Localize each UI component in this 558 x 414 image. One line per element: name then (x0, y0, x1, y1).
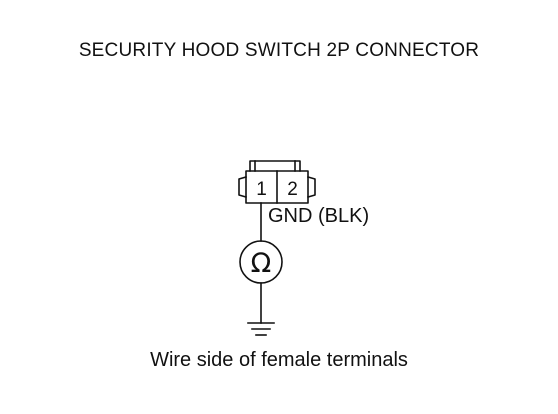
terminal-2-label: 2 (287, 179, 298, 200)
diagram-caption: Wire side of female terminals (150, 349, 408, 371)
diagram-title: SECURITY HOOD SWITCH 2P CONNECTOR (78, 40, 480, 61)
terminal-1-label: 1 (256, 179, 267, 200)
connector-2p-icon (238, 160, 316, 204)
ground-wire-label: GND (BLK) (268, 205, 370, 227)
ground-symbol-icon (247, 322, 275, 336)
ohm-symbol: Ω (251, 248, 272, 279)
